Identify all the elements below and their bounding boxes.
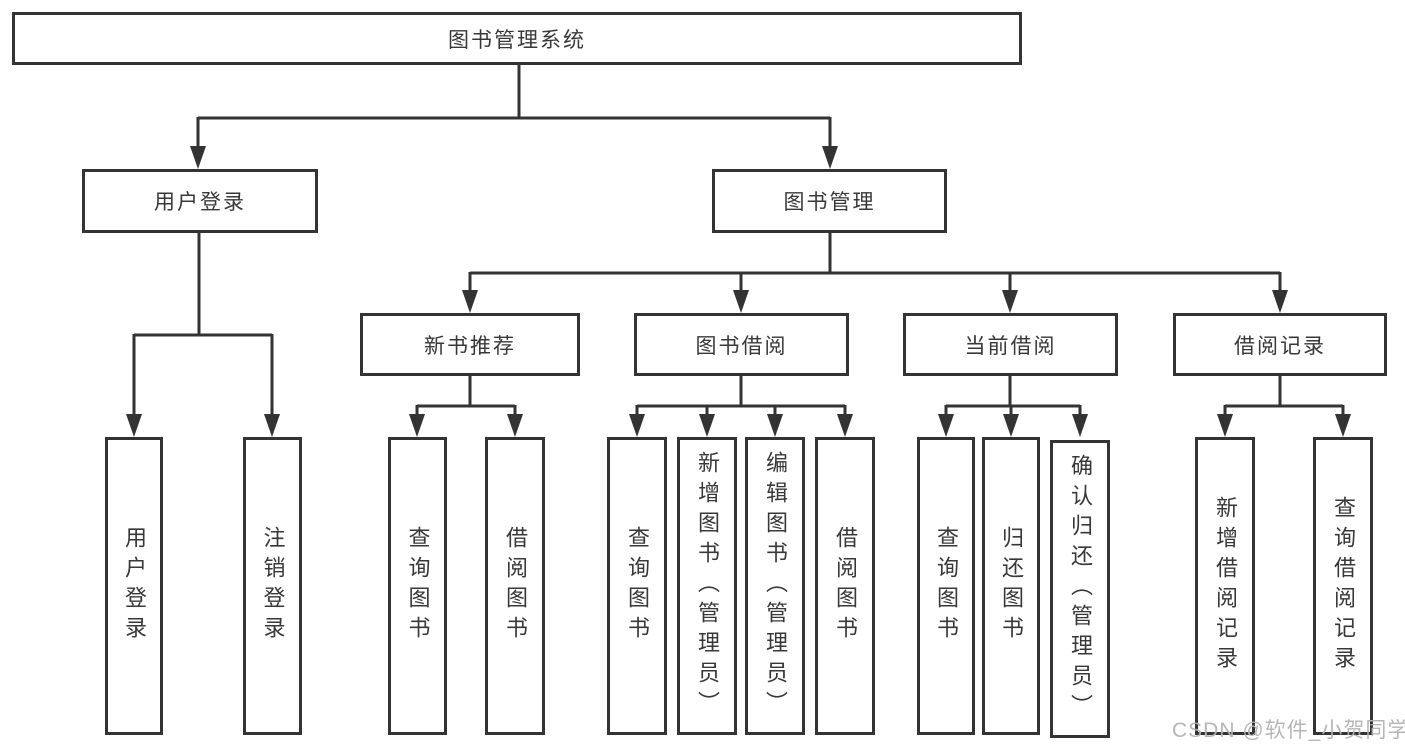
node-query-borrow-record: 查询借阅记录	[1313, 437, 1373, 735]
node-label: 新增图书（管理员）	[695, 451, 720, 721]
node-label: 图书管理	[783, 191, 876, 214]
node-label: 当前借阅	[964, 334, 1057, 358]
node-borrow-books-leaf: 借阅图书	[815, 437, 875, 735]
node-current-borrowing: 当前借阅	[903, 313, 1118, 376]
node-label: 新增借阅记录	[1213, 496, 1238, 676]
node-user-login: 用户登录	[82, 169, 318, 233]
arrowhead-icon	[837, 414, 853, 437]
node-edit-books-admin: 编辑图书（管理员）	[745, 437, 805, 735]
arrowhead-icon	[629, 414, 645, 437]
node-label: 查询借阅记录	[1331, 496, 1356, 676]
arrowhead-icon	[733, 290, 749, 313]
arrowhead-icon	[507, 414, 523, 437]
arrowhead-icon	[1003, 414, 1019, 437]
node-logout-login: 注销登录	[243, 437, 302, 735]
arrowhead-icon	[462, 290, 478, 313]
node-label: 图书借阅	[695, 334, 788, 358]
node-label: 用户登录	[122, 526, 147, 646]
arrowhead-icon	[264, 414, 280, 437]
csdn-watermark: CSDN @软件_小贺同学	[1172, 719, 1405, 742]
node-borrow-books-recommend: 借阅图书	[485, 437, 545, 735]
arrowhead-icon	[767, 414, 783, 437]
node-label: 借阅图书	[833, 526, 858, 646]
node-confirm-return-admin: 确认归还（管理员）	[1050, 440, 1110, 738]
node-add-borrow-record: 新增借阅记录	[1195, 437, 1255, 735]
node-new-book-recommend: 新书推荐	[360, 313, 580, 376]
arrowhead-icon	[409, 414, 425, 437]
node-label: 查询图书	[934, 526, 959, 646]
node-label: 借阅记录	[1234, 334, 1326, 358]
node-user-login-leaf: 用户登录	[105, 437, 163, 735]
node-query-books-borrowing: 查询图书	[607, 437, 667, 735]
node-label: 查询图书	[405, 526, 431, 646]
node-label: 用户登录	[154, 191, 246, 214]
node-return-books: 归还图书	[982, 437, 1040, 735]
node-add-books-admin: 新增图书（管理员）	[677, 437, 737, 735]
arrowhead-icon	[1335, 414, 1351, 437]
arrowhead-icon	[1272, 290, 1288, 313]
arrowhead-icon	[699, 414, 715, 437]
node-query-books-current: 查询图书	[917, 437, 975, 735]
arrowhead-icon	[190, 146, 206, 169]
node-label: 确认归还（管理员）	[1068, 454, 1093, 724]
node-root-system: 图书管理系统	[12, 12, 1022, 65]
arrowhead-icon	[938, 414, 954, 437]
node-label: 新书推荐	[424, 334, 516, 358]
node-label: 注销登录	[260, 526, 286, 646]
arrowhead-icon	[822, 146, 838, 169]
node-borrow-records: 借阅记录	[1173, 313, 1387, 376]
arrowhead-icon	[1072, 414, 1088, 437]
arrowhead-icon	[1217, 414, 1233, 437]
node-book-management: 图书管理	[712, 169, 947, 233]
node-label: 归还图书	[999, 526, 1024, 646]
arrowhead-icon	[1002, 290, 1018, 313]
node-label: 编辑图书（管理员）	[763, 451, 788, 721]
node-label: 图书管理系统	[448, 28, 586, 52]
node-label: 查询图书	[625, 526, 650, 646]
arrowhead-icon	[126, 414, 142, 437]
node-label: 借阅图书	[503, 526, 528, 646]
node-book-borrowing: 图书借阅	[634, 313, 849, 376]
node-query-books-recommend: 查询图书	[388, 437, 447, 735]
